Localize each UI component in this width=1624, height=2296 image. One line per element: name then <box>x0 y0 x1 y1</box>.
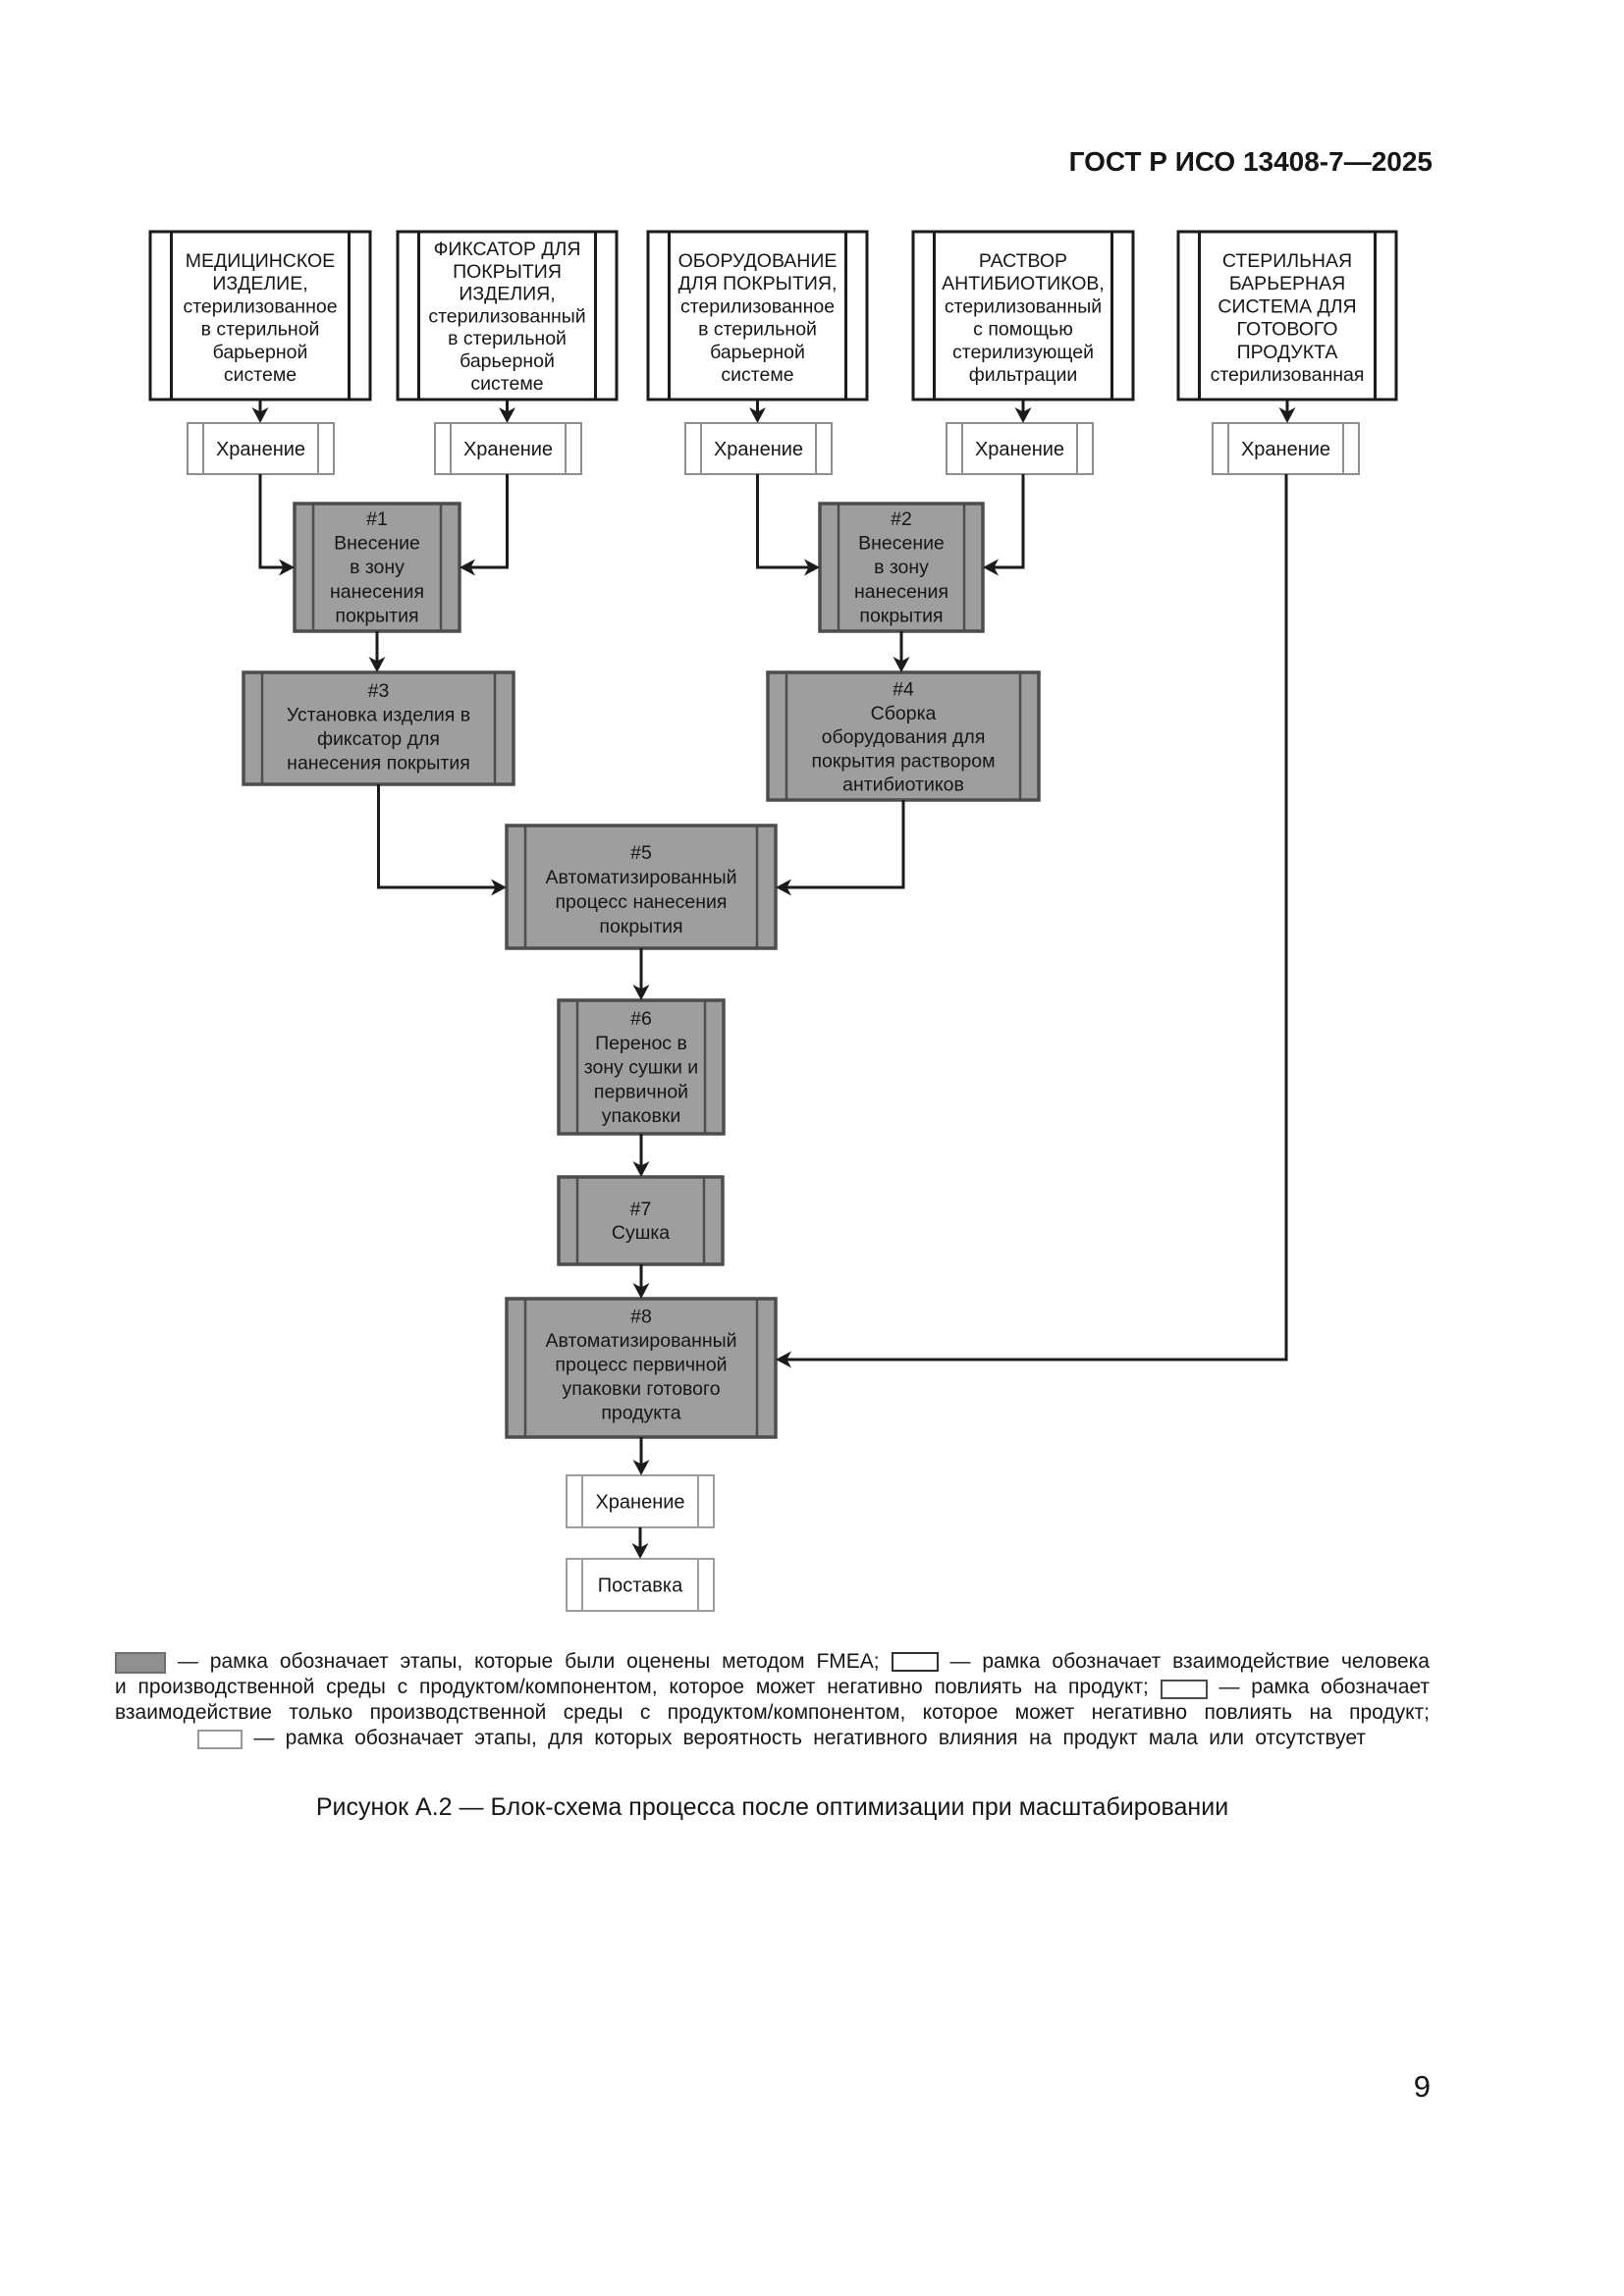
svg-text:ОБОРУДОВАНИЕ: ОБОРУДОВАНИЕ <box>678 250 838 272</box>
svg-text:ИЗДЕЛИЯ,: ИЗДЕЛИЯ, <box>459 284 555 305</box>
svg-text:в стерильной: в стерильной <box>448 328 567 349</box>
svg-text:Поставка: Поставка <box>598 1575 683 1597</box>
svg-text:Установка изделия в: Установка изделия в <box>287 705 470 726</box>
svg-text:Сборка: Сборка <box>871 703 937 724</box>
svg-text:#4: #4 <box>893 679 914 701</box>
svg-text:Хранение: Хранение <box>463 439 553 460</box>
svg-text:стерилизованное: стерилизованное <box>680 295 835 317</box>
svg-text:Хранение: Хранение <box>595 1492 684 1514</box>
svg-text:барьерной: барьерной <box>460 350 555 372</box>
svg-text:покрытия: покрытия <box>599 916 682 937</box>
svg-text:МЕДИЦИНСКОЕ: МЕДИЦИНСКОЕ <box>186 250 335 272</box>
svg-text:СИСТЕМА ДЛЯ: СИСТЕМА ДЛЯ <box>1218 295 1356 317</box>
svg-text:стерилизованный: стерилизованный <box>945 295 1102 317</box>
svg-text:покрытия раствором: покрытия раствором <box>811 750 995 772</box>
svg-text:в стерильной: в стерильной <box>698 319 817 341</box>
svg-text:антибиотиков: антибиотиков <box>842 774 964 796</box>
svg-text:#3: #3 <box>368 680 390 702</box>
svg-text:Сушка: Сушка <box>612 1222 670 1244</box>
svg-text:продукта: продукта <box>601 1403 680 1424</box>
svg-text:Перенос в: Перенос в <box>595 1033 687 1054</box>
svg-text:стерилизованный: стерилизованный <box>428 305 585 327</box>
svg-text:ГОТОВОГО: ГОТОВОГО <box>1237 319 1338 341</box>
svg-text:упаковки: упаковки <box>602 1105 681 1127</box>
svg-text:БАРЬЕРНАЯ: БАРЬЕРНАЯ <box>1229 273 1345 294</box>
svg-text:системе: системе <box>224 364 297 386</box>
svg-text:в зону: в зону <box>350 557 405 578</box>
svg-text:ДЛЯ ПОКРЫТИЯ,: ДЛЯ ПОКРЫТИЯ, <box>678 273 838 294</box>
svg-text:покрытия: покрытия <box>859 605 943 626</box>
svg-text:#5: #5 <box>630 842 652 864</box>
svg-text:ПРОДУКТА: ПРОДУКТА <box>1237 342 1338 363</box>
svg-text:Хранение: Хранение <box>714 439 803 460</box>
svg-text:Внесение: Внесение <box>334 533 420 555</box>
svg-text:стерилизованное: стерилизованное <box>183 295 337 317</box>
svg-text:Хранение: Хранение <box>216 439 305 460</box>
svg-text:#2: #2 <box>891 508 912 530</box>
svg-text:АНТИБИОТИКОВ,: АНТИБИОТИКОВ, <box>942 273 1105 294</box>
svg-text:первичной: первичной <box>594 1081 688 1102</box>
svg-text:Автоматизированный: Автоматизированный <box>545 867 736 888</box>
svg-text:процесс первичной: процесс первичной <box>555 1355 727 1376</box>
svg-text:Хранение: Хранение <box>975 439 1064 460</box>
svg-text:ФИКСАТОР ДЛЯ: ФИКСАТОР ДЛЯ <box>434 239 581 260</box>
svg-text:#1: #1 <box>366 508 388 530</box>
svg-text:стерилизованная: стерилизованная <box>1211 364 1365 386</box>
svg-text:в стерильной: в стерильной <box>201 319 320 341</box>
svg-text:системе: системе <box>721 364 793 386</box>
svg-text:нанесения: нанесения <box>330 581 424 603</box>
svg-text:фильтрации: фильтрации <box>969 364 1078 386</box>
svg-text:нанесения: нанесения <box>854 581 948 603</box>
svg-text:СТЕРИЛЬНАЯ: СТЕРИЛЬНАЯ <box>1222 250 1352 272</box>
svg-text:ИЗДЕЛИЕ,: ИЗДЕЛИЕ, <box>212 273 307 294</box>
svg-text:оборудования для: оборудования для <box>822 726 986 748</box>
svg-text:ПОКРЫТИЯ: ПОКРЫТИЯ <box>453 261 562 283</box>
svg-text:Хранение: Хранение <box>1241 439 1330 460</box>
svg-text:РАСТВОР: РАСТВОР <box>979 250 1067 272</box>
svg-text:процесс нанесения: процесс нанесения <box>555 891 727 913</box>
svg-text:в зону: в зону <box>874 557 929 578</box>
svg-text:фиксатор для: фиксатор для <box>317 728 440 750</box>
svg-text:Внесение: Внесение <box>858 533 945 555</box>
svg-text:барьерной: барьерной <box>710 342 805 363</box>
svg-text:зону сушки и: зону сушки и <box>584 1057 698 1079</box>
svg-text:стерилизующей: стерилизующей <box>952 342 1094 363</box>
svg-text:нанесения покрытия: нанесения покрытия <box>287 753 470 774</box>
svg-text:с помощью: с помощью <box>973 319 1073 341</box>
svg-text:#6: #6 <box>630 1008 652 1030</box>
svg-text:#8: #8 <box>630 1307 652 1328</box>
svg-text:упаковки готового: упаковки готового <box>562 1378 720 1400</box>
svg-text:системе: системе <box>470 373 543 395</box>
svg-text:#7: #7 <box>630 1199 652 1220</box>
svg-text:покрытия: покрытия <box>335 605 418 626</box>
svg-text:Автоматизированный: Автоматизированный <box>545 1330 736 1352</box>
svg-text:барьерной: барьерной <box>213 342 308 363</box>
